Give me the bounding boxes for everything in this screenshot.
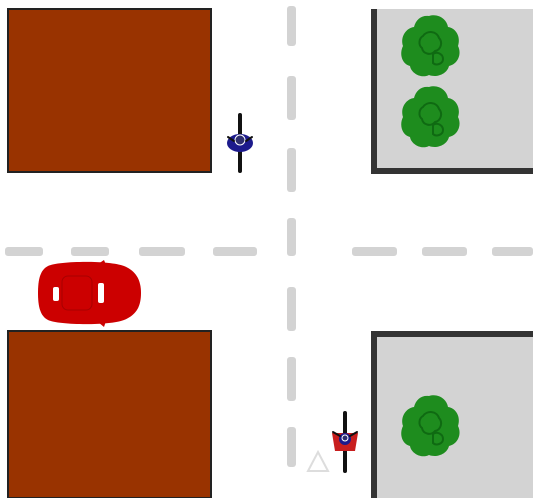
building-top-left bbox=[8, 9, 211, 172]
horizontal-lane-marking-west bbox=[5, 247, 257, 256]
cyclist-icon bbox=[227, 115, 253, 171]
vertical-lane-marking bbox=[287, 6, 296, 467]
triangle-marker-icon bbox=[308, 452, 328, 471]
cyclist-icon bbox=[332, 413, 358, 471]
building-bottom-left bbox=[8, 331, 211, 498]
horizontal-lane-marking-east bbox=[352, 247, 533, 256]
car-icon bbox=[38, 260, 141, 327]
